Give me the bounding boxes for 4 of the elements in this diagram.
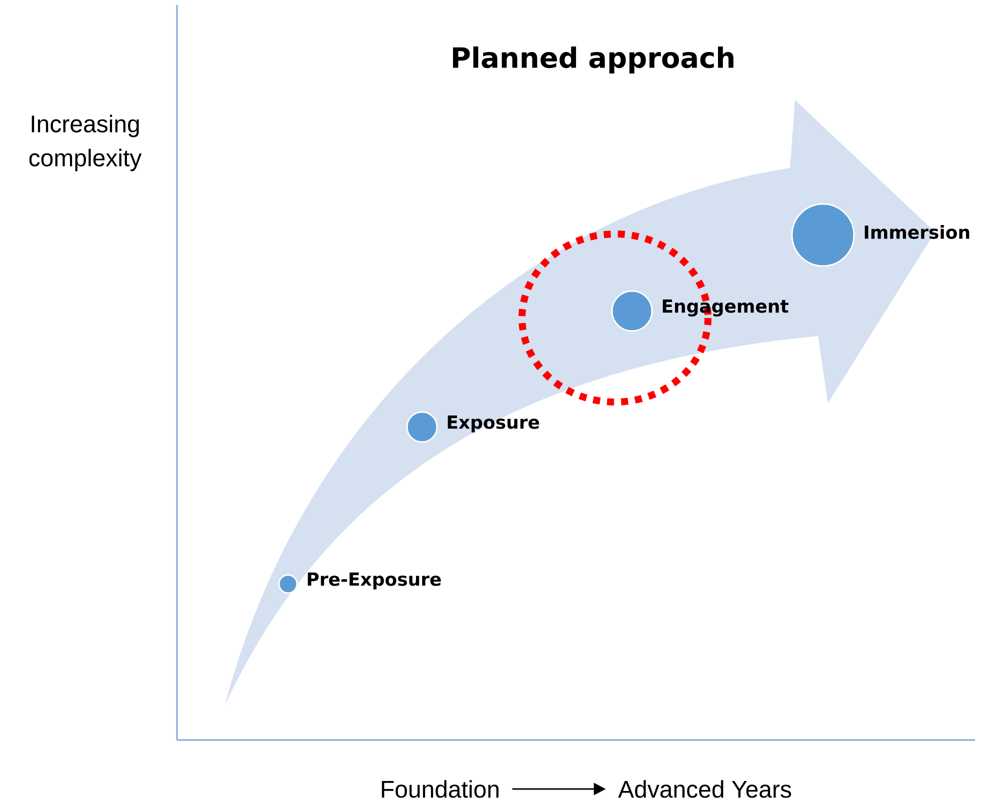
axis-label: Foundation <box>382 780 498 798</box>
axis-label: Increasing complexity <box>29 114 142 172</box>
title: Planned approach <box>453 46 734 74</box>
axis-label: Advanced Years <box>618 780 792 798</box>
